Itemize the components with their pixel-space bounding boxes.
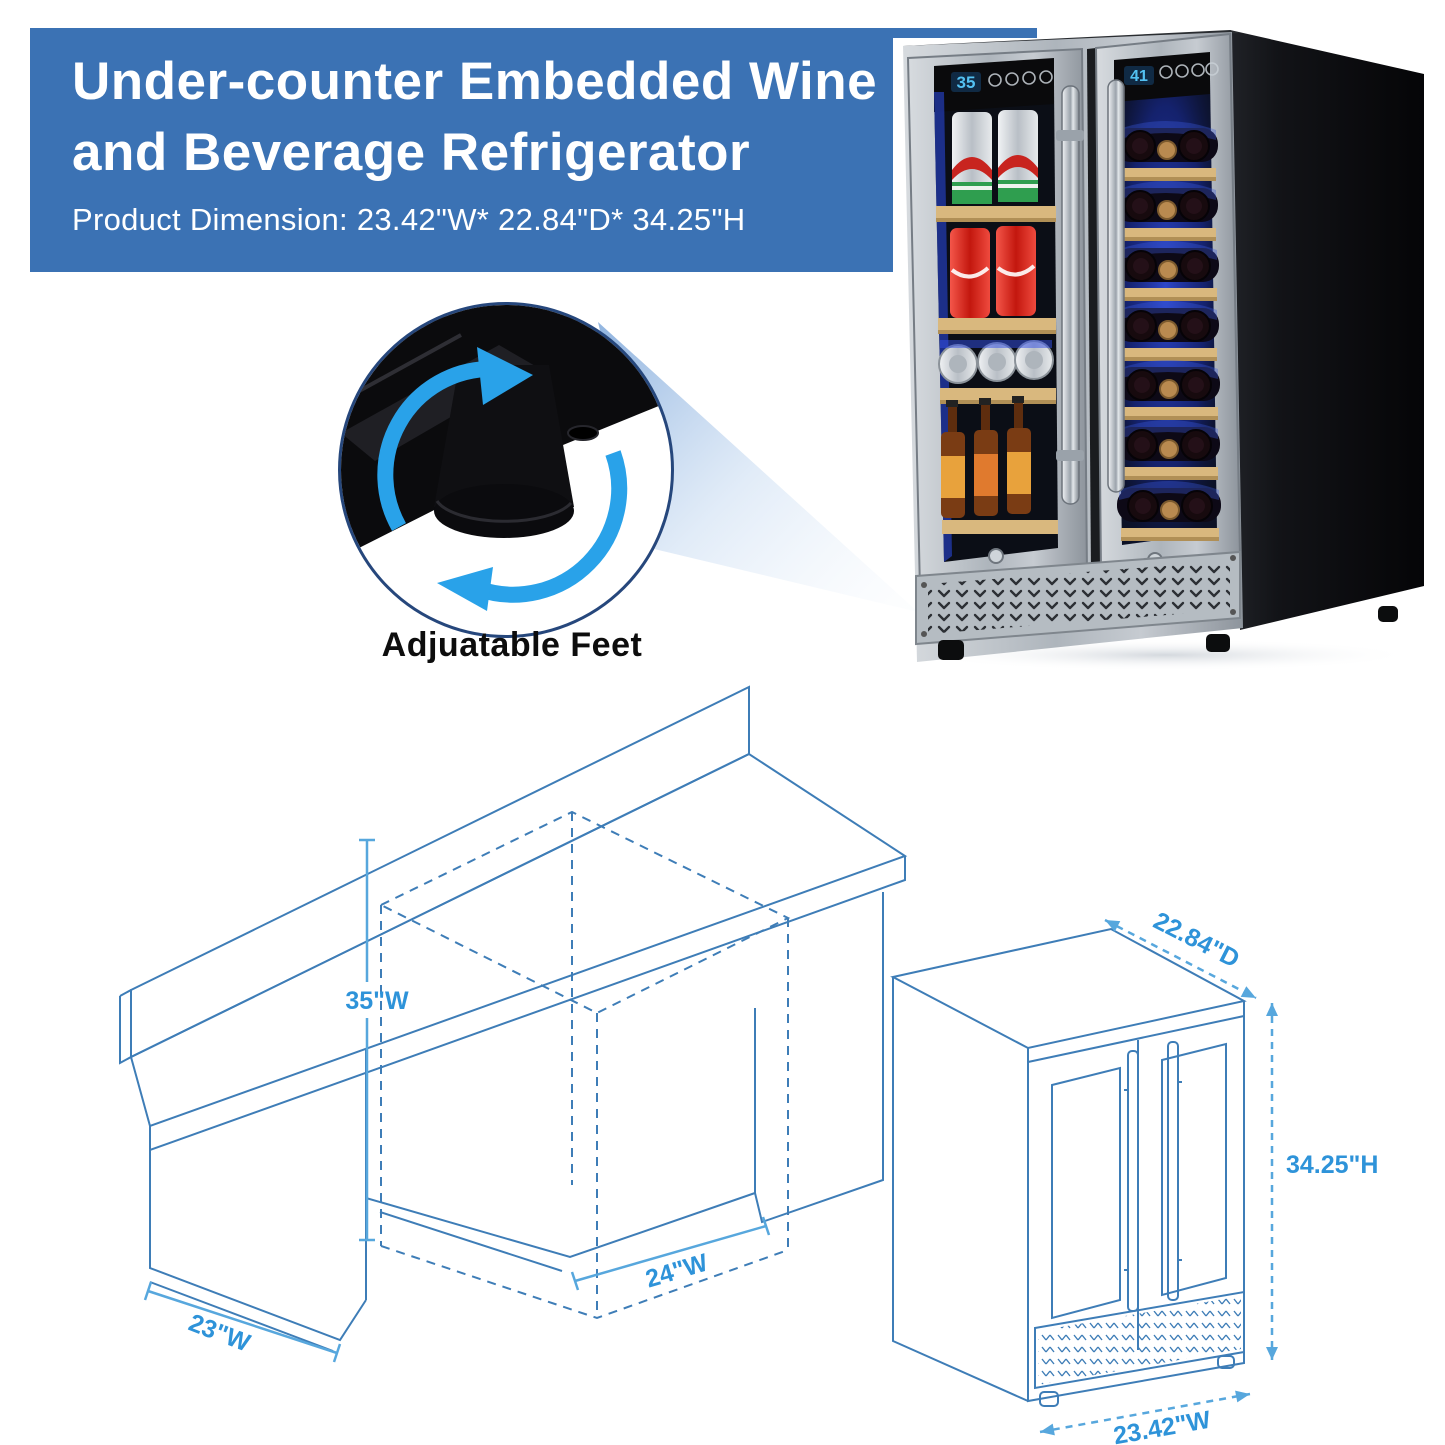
wine-row [1114, 300, 1220, 362]
rear-foot [1378, 606, 1398, 622]
fridge-dim-arrowheads [1040, 920, 1278, 1436]
cabinet-side-panel [1230, 30, 1424, 630]
front-right-foot [1206, 634, 1230, 652]
shelf [938, 318, 1056, 333]
adjustable-foot [434, 365, 574, 538]
beer-bottles-row [941, 396, 1031, 518]
wine-row [1114, 240, 1220, 302]
arrow-head-bottom [437, 567, 493, 611]
product-dimension-text: Product Dimension: 23.42"W* 22.84"D* 34.… [72, 202, 746, 237]
wine-row [1116, 480, 1222, 542]
counter-drawing [119, 685, 908, 1352]
wine-row [1115, 419, 1221, 481]
left-touch-icons [988, 70, 1053, 87]
front-left-foot [938, 640, 964, 660]
shelf [942, 520, 1058, 534]
screw-hole [567, 425, 599, 441]
counter-dim-lines [143, 838, 771, 1363]
right-touch-icons [1159, 62, 1219, 79]
page-title: Under-counter Embedded Wine and Beverage… [72, 46, 1037, 188]
right-temperature-display: 41 [1130, 68, 1148, 85]
fridge-height-label: 34.25"H [1286, 1151, 1378, 1179]
shelf [940, 388, 1056, 403]
title-line-2: and Beverage Refrigerator [72, 123, 751, 182]
beer-cans-row [952, 110, 1038, 204]
fridge-dim-lines [1039, 918, 1274, 1434]
wine-row [1115, 359, 1221, 421]
callout-graphic [341, 305, 671, 611]
adjustable-feet-callout [338, 302, 674, 638]
right-door: 41 [1094, 32, 1242, 574]
title-line-1: Under-counter Embedded Wine [72, 52, 878, 111]
counter-height-label: 35"W [345, 987, 409, 1015]
fridge-outline-grille-pattern [1038, 1296, 1241, 1385]
callout-label: Adjuatable Feet [381, 626, 643, 664]
left-door-lock [988, 548, 1004, 564]
wine-row [1113, 180, 1219, 242]
arrow-head-top [477, 347, 533, 405]
shelf [936, 206, 1056, 221]
door-gap [1087, 48, 1101, 574]
left-door-handle [1061, 85, 1080, 505]
rotation-arrows [377, 361, 628, 603]
header-banner: Under-counter Embedded Wine and Beverage… [30, 28, 1037, 272]
wine-row [1113, 120, 1219, 182]
beam-shape [598, 322, 918, 612]
left-temperature-display: 35 [957, 73, 976, 92]
cola-cans-row [950, 226, 1036, 318]
left-control-panel [934, 58, 1054, 112]
right-door-handle [1107, 79, 1125, 493]
lying-cans-row [938, 340, 1054, 384]
ventilation-grille [915, 550, 1241, 646]
fridge-outline-drawing [890, 927, 1247, 1407]
